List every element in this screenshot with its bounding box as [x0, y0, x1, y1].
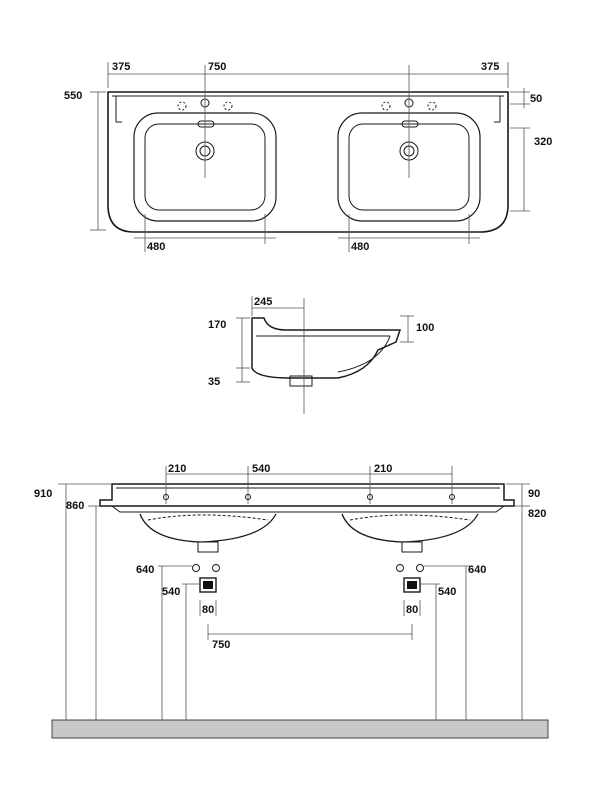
dim-front-height-860: 860: [66, 500, 84, 512]
dim-front-waste-left: 540: [162, 586, 180, 598]
dim-side-drain-offset: 35: [208, 376, 220, 388]
dim-bowl-right-width: 480: [351, 241, 369, 253]
dim-front-hole-left: 210: [168, 463, 186, 475]
front-view: 210 540 210 910 860 90 820 640 540 80 64…: [34, 463, 549, 739]
dim-bowl-left-width: 480: [147, 241, 165, 253]
dim-front-waste-width-left: 80: [202, 604, 214, 616]
dim-side-depth: 245: [254, 296, 272, 308]
side-view: 245 170 100 35: [208, 296, 434, 414]
right-overflow-icon: [401, 120, 419, 128]
right-supply-valve-icon: [416, 564, 424, 572]
side-view-outline: [251, 317, 402, 379]
dim-side-front-height: 100: [416, 322, 434, 334]
dim-top-left: 375: [112, 61, 130, 73]
dim-rim-depth: 50: [530, 93, 542, 105]
dim-front-rim-90: 90: [528, 488, 540, 500]
right-supply-valve-icon: [396, 564, 404, 572]
dim-front-waste-width-right: 80: [406, 604, 418, 616]
dim-front-waste-spacing: 750: [212, 639, 230, 651]
side-drain-icon: [289, 375, 313, 387]
dim-bowl-depth: 320: [534, 136, 552, 148]
dim-front-drain-left: 640: [136, 564, 154, 576]
dim-top-center: 750: [208, 61, 226, 73]
dim-front-center-span: 540: [252, 463, 270, 475]
floor: [51, 719, 549, 739]
dim-front-drain-right: 640: [468, 564, 486, 576]
front-right-drain-icon: [401, 541, 423, 553]
dim-front-waste-right: 540: [438, 586, 456, 598]
dim-front-height-820: 820: [528, 508, 546, 520]
left-overflow-icon: [197, 120, 215, 128]
dim-total-height: 550: [64, 90, 82, 102]
left-supply-valve-icon: [212, 564, 220, 572]
dim-front-height-910: 910: [34, 488, 52, 500]
dim-front-hole-right: 210: [374, 463, 392, 475]
top-view-outline: [107, 91, 509, 233]
top-view: 375 750 375 550 50 320 480 480: [64, 61, 552, 253]
left-supply-valve-icon: [192, 564, 200, 572]
dim-top-right: 375: [481, 61, 499, 73]
top-view-rim: [112, 95, 504, 123]
front-left-drain-icon: [197, 541, 219, 553]
dim-side-back-height: 170: [208, 319, 226, 331]
left-waste-outlet-icon: [199, 577, 217, 593]
right-waste-outlet-icon: [403, 577, 421, 593]
